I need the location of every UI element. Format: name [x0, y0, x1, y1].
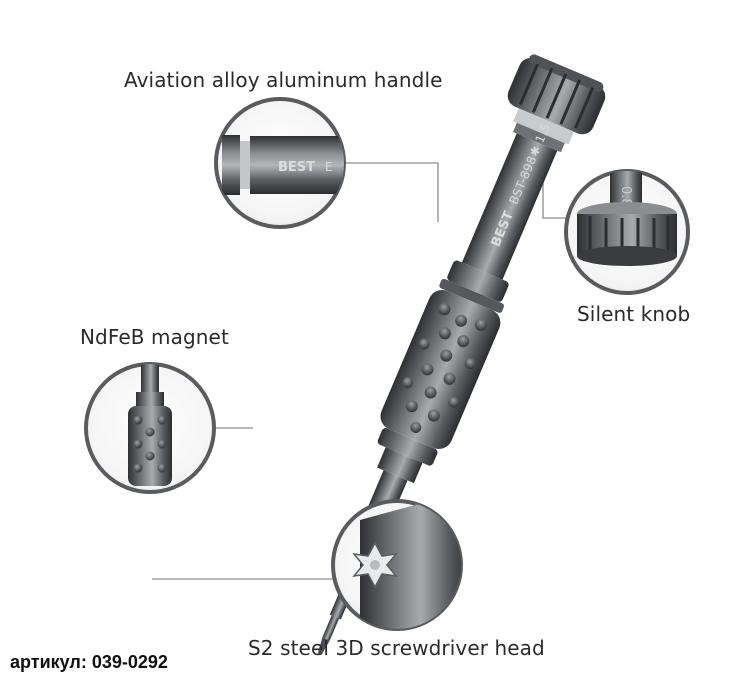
callout-label-head: S2 steel 3D screwdriver head: [248, 636, 545, 660]
callout-knob-detail: 0.8: [564, 169, 690, 295]
callout-label-knob: Silent knob: [577, 302, 691, 326]
handle-letter-imprint: E: [325, 160, 333, 174]
callout-label-handle: Aviation alloy aluminum handle: [124, 68, 443, 92]
knob-marking: 0.8: [618, 186, 633, 207]
screwdriver-icon: BEST BST-898 ✱ 1.5: [317, 54, 606, 655]
grip-dimples: [402, 303, 488, 433]
hex-star-tip-icon: [352, 541, 398, 589]
callout-head-detail: [331, 499, 463, 631]
callout-handle-detail: BEST E: [214, 97, 346, 229]
handle-brand-imprint: BEST: [278, 160, 315, 175]
knob-flutes: [518, 63, 595, 129]
callout-magnet-detail: [84, 362, 216, 494]
callout-label-magnet: NdFeB magnet: [80, 325, 229, 349]
leader-handle: [344, 162, 439, 222]
article-number: артикул: 039-0292: [10, 652, 168, 672]
upper-shaft: [461, 133, 558, 280]
